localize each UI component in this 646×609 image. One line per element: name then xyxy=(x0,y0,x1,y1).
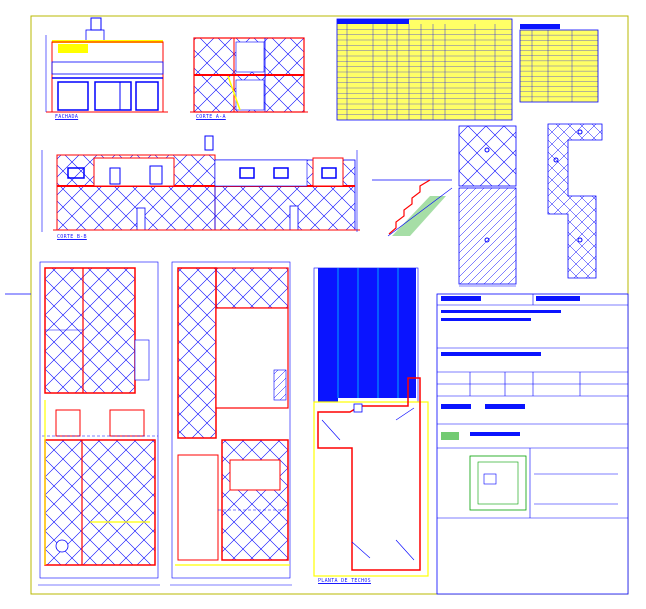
stair-detail xyxy=(372,179,453,237)
schedule-table-1 xyxy=(336,18,513,121)
corte-bb-section xyxy=(41,135,360,232)
floor-plan-1 xyxy=(38,261,160,586)
roof-detail-2 xyxy=(547,123,603,279)
floor-plan-2 xyxy=(170,261,292,586)
label-corte-aa: CORTE A-A xyxy=(196,114,226,120)
roof-detail-1 xyxy=(458,125,517,287)
label-fachada: FACHADA xyxy=(55,114,79,120)
schedule-table-2 xyxy=(519,24,599,103)
fachada-elevation xyxy=(45,17,168,113)
corte-aa-section xyxy=(190,37,308,113)
label-corte-bb: CORTE B-B xyxy=(57,234,87,240)
roof-plan xyxy=(313,267,429,577)
label-planta-techos: PLANTA DE TECHOS xyxy=(318,578,371,584)
title-block xyxy=(436,293,629,595)
